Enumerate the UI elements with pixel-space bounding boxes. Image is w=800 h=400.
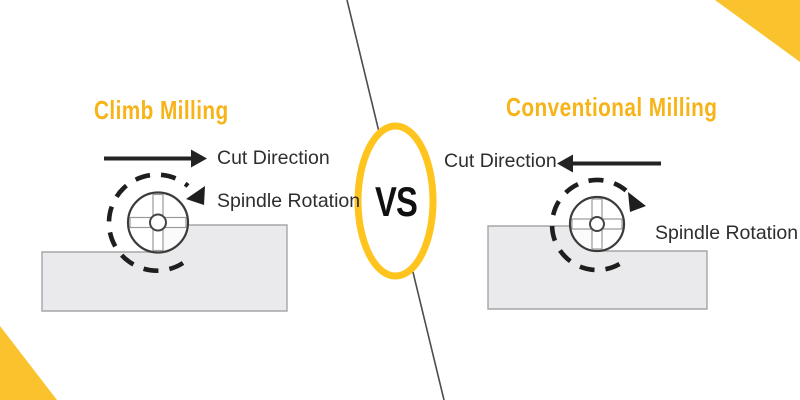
left-spindle-rotation-label: Spindle Rotation: [217, 190, 361, 212]
spindle-rotation-arc-left: [106, 172, 190, 273]
arrow-head-left-icon: [557, 154, 573, 173]
cut-direction-arrow-left: [104, 149, 207, 168]
arrow-head-right-icon: [191, 149, 207, 168]
vs-badge-label: VS: [374, 178, 418, 225]
right-panel-title: Conventional Milling: [506, 92, 718, 122]
spindle-rotation-arc-right: [549, 177, 628, 273]
cutter-hub: [149, 213, 167, 232]
right-cut-direction-label: Cut Direction: [444, 150, 557, 172]
milling-cutter-right: [568, 195, 626, 253]
corner-triangle-bottom-left: [0, 326, 57, 400]
right-spindle-rotation-label: Spindle Rotation: [655, 222, 799, 244]
vs-ellipse: [354, 122, 437, 280]
spindle-rotation-arrowhead-right-icon: [628, 192, 646, 212]
cut-direction-arrow-right: [557, 154, 661, 173]
left-cut-direction-label: Cut Direction: [217, 147, 330, 169]
left-panel-title: Climb Milling: [94, 95, 229, 125]
spindle-rotation-arrowhead-left-icon: [186, 186, 205, 205]
milling-cutter-left: [126, 191, 190, 254]
cutter-hub: [589, 216, 605, 232]
corner-triangle-top-right: [715, 0, 800, 62]
